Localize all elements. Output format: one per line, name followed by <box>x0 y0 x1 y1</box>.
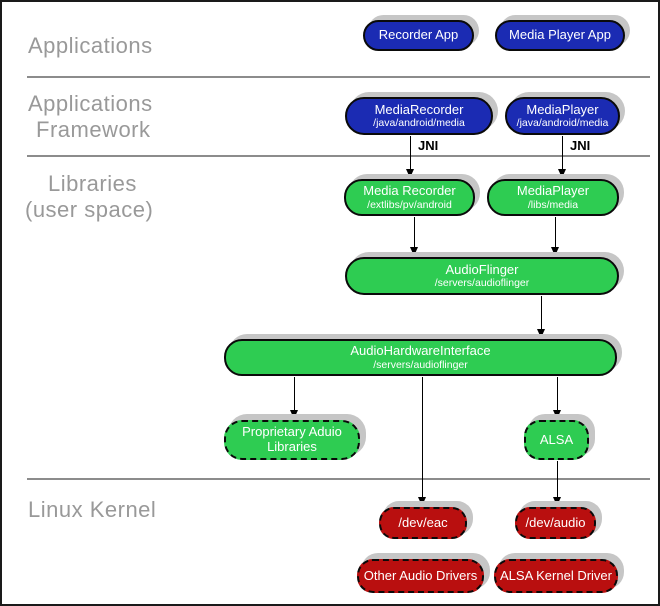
arrow-ahi-to-dev-eac-line <box>422 377 423 503</box>
media-recorder-framework: MediaRecorder/java/android/media <box>345 97 493 135</box>
dev-audio-label: /dev/audio <box>525 514 586 530</box>
section-label: Framework <box>36 117 151 142</box>
arrow-mediaplayer-to-audioflinger-arrowhead-icon <box>551 247 559 256</box>
arrow-ahi-to-proprietary-arrowhead-icon <box>290 410 298 419</box>
proprietary-audio-libraries-label: Libraries <box>267 439 317 454</box>
recorder-app: Recorder App <box>363 20 474 51</box>
section-label: Applications <box>28 91 153 116</box>
media-player-lib-label: MediaPlayer <box>516 183 590 198</box>
arrow-mediarecorder-jni-arrowhead-icon <box>406 169 414 178</box>
alsa-kernel-driver-label: ALSA Kernel Driver <box>500 567 612 583</box>
jni-label: JNI <box>418 138 439 153</box>
arrow-audioflinger-to-ahi-arrowhead-icon <box>537 329 545 338</box>
arrow-mediaplayer-jni-arrowhead-icon <box>558 169 566 178</box>
arrow-ahi-to-dev-eac-arrowhead-icon <box>418 497 426 506</box>
arrow-mediaplayer-to-audioflinger-line <box>555 217 556 253</box>
jni-label: JNI <box>570 138 591 153</box>
audioflinger-label: /servers/audioflinger <box>434 277 530 290</box>
media-player-framework-label: /java/android/media <box>516 117 609 130</box>
arrow-alsa-to-dev-audio-arrowhead-icon <box>553 497 561 506</box>
audio-hardware-interface: AudioHardwareInterface/servers/audioflin… <box>224 339 617 376</box>
media-recorder-framework-label: MediaRecorder <box>374 101 464 117</box>
media-player-framework: MediaPlayer/java/android/media <box>505 97 620 135</box>
section-label: Linux Kernel <box>28 497 157 522</box>
recorder-app-label: Recorder App <box>378 27 459 43</box>
arrow-mediarecorder-to-audioflinger-line <box>414 217 415 253</box>
media-player-framework-label: MediaPlayer <box>526 101 599 117</box>
arrow-mediarecorder-jni-line <box>410 136 411 175</box>
alsa-kernel-driver: ALSA Kernel Driver <box>494 559 618 593</box>
media-player-app: Media Player App <box>495 20 625 51</box>
arrow-mediaplayer-jni-line <box>562 136 563 175</box>
section-divider-line <box>27 155 650 157</box>
dev-audio: /dev/audio <box>515 507 596 539</box>
section-label: Applications <box>28 33 153 58</box>
dev-eac-label: /dev/eac <box>398 514 448 530</box>
media-recorder-lib-label: /extlibs/pv/android <box>367 198 452 211</box>
audioflinger-label: AudioFlinger <box>445 261 519 277</box>
alsa: ALSA <box>524 420 589 460</box>
other-audio-drivers-label: Other Audio Drivers <box>363 567 478 583</box>
media-recorder-lib: Media Recorder/extlibs/pv/android <box>344 179 475 216</box>
arrow-mediarecorder-to-audioflinger-arrowhead-icon <box>410 247 418 256</box>
section-label: (user space) <box>25 197 154 222</box>
audio-hardware-interface-label: AudioHardwareInterface <box>350 343 491 358</box>
arrow-ahi-to-alsa-line <box>557 377 558 416</box>
arrow-alsa-to-dev-audio-line <box>557 461 558 503</box>
media-recorder-framework-label: /java/android/media <box>373 117 465 130</box>
media-player-lib: MediaPlayer/libs/media <box>487 179 619 216</box>
proprietary-audio-libraries-label: Proprietary Aduio <box>242 424 342 440</box>
arrow-ahi-to-alsa-arrowhead-icon <box>553 410 561 419</box>
alsa-label: ALSA <box>539 431 574 447</box>
audioflinger: AudioFlinger/servers/audioflinger <box>345 257 619 295</box>
arrow-ahi-to-proprietary-line <box>294 377 295 416</box>
media-recorder-lib-label: Media Recorder <box>363 183 456 198</box>
dev-eac: /dev/eac <box>379 507 467 539</box>
section-divider-line <box>27 76 650 78</box>
section-divider-line <box>27 478 650 480</box>
section-label: Libraries <box>48 171 137 196</box>
media-player-app-label: Media Player App <box>509 27 611 43</box>
arrow-audioflinger-to-ahi-line <box>541 296 542 335</box>
audio-hardware-interface-label: /servers/audioflinger <box>373 358 468 371</box>
media-player-lib-label: /libs/media <box>527 198 579 211</box>
other-audio-drivers: Other Audio Drivers <box>357 559 484 593</box>
